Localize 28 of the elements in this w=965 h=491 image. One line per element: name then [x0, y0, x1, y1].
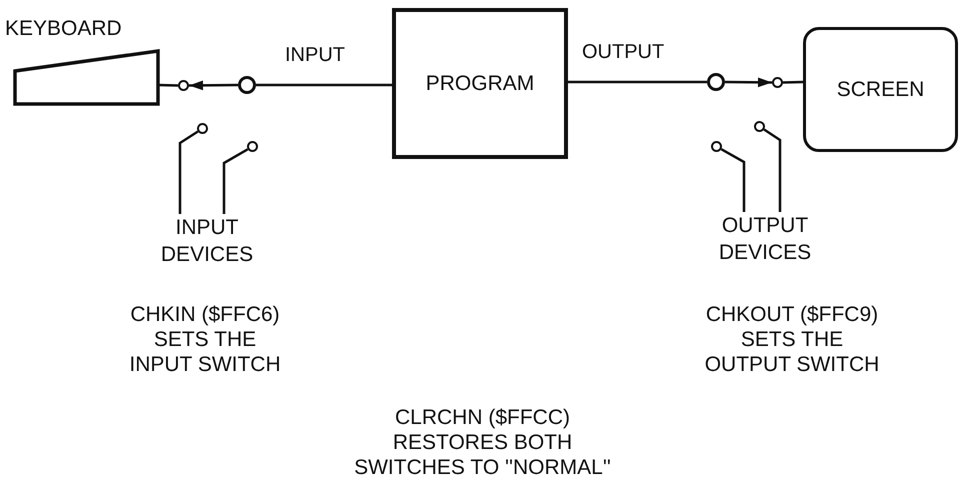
connector-line: [178, 130, 199, 214]
process-box: [392, 8, 568, 159]
switch-contact: [197, 123, 208, 134]
arrow: [188, 80, 238, 90]
switch-contact: [772, 77, 783, 88]
switch-contact: [247, 141, 258, 152]
connector-line: [568, 80, 707, 84]
connector-line: [222, 148, 248, 214]
note-text: CLRCHN ($FFCC) RESTORES BOTH SWITCHES TO ''NORMAL'': [353, 405, 612, 480]
connector-line: [256, 84, 392, 86]
switch-contact: [707, 73, 725, 91]
node-label: SCREEN: [836, 76, 924, 102]
device-label-text: INPUT DEVICES: [160, 215, 254, 268]
device-label-text: OUTPUT DEVICES: [718, 213, 812, 266]
switch-contact: [238, 76, 256, 94]
switch-contact: [711, 141, 722, 152]
switch-contact: [754, 121, 765, 132]
note-text: CHKOUT ($FFC9) SETS THE OUTPUT SWITCH: [704, 302, 880, 377]
note-text: CHKIN ($FFC6) SETS THE INPUT SWITCH: [128, 302, 282, 377]
connector-line: [720, 148, 746, 212]
switch-contact: [178, 80, 189, 91]
connector-line: [158, 84, 178, 87]
connector-line: [782, 80, 804, 84]
arrow: [724, 77, 772, 88]
connector-line: [763, 128, 782, 212]
node-label: PROGRAM: [426, 70, 534, 96]
screen-box: [803, 27, 958, 152]
keyboard-label: KEYBOARD: [5, 16, 122, 42]
